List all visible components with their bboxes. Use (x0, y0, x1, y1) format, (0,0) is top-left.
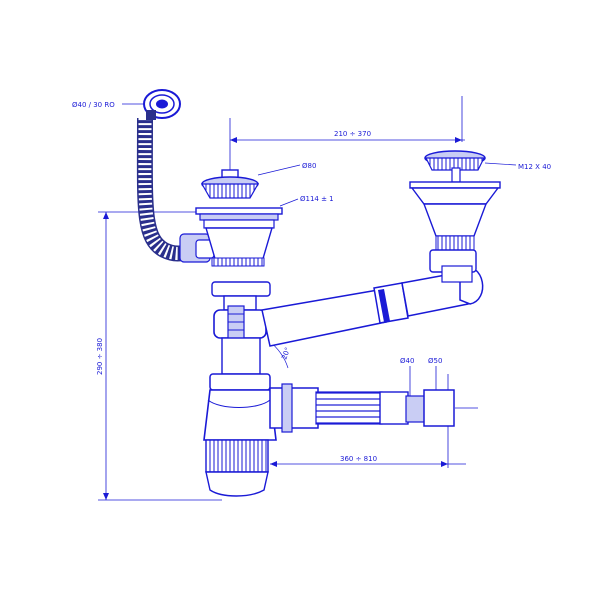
connecting-pipe (261, 265, 484, 347)
spacing-label: 210 ÷ 370 (334, 130, 371, 138)
tee-angle-label: 20° (280, 346, 292, 360)
trap-tee (211, 281, 271, 375)
strainer-diameter-label: Ø80 (302, 162, 316, 170)
outlet-length-label: 360 ÷ 810 (340, 455, 377, 463)
overflow-head (143, 89, 181, 120)
outlet-pipe (269, 383, 455, 433)
outlet-d50-label: Ø50 (428, 357, 442, 365)
overflow-assembly (136, 89, 215, 263)
bottle-trap (203, 373, 277, 497)
height-label: 290 ÷ 380 (96, 338, 104, 375)
outlet-d40-label: Ø40 (400, 357, 414, 365)
left-strainer (195, 169, 283, 267)
overflow-diameter-label: Ø40 / 30 RO (72, 101, 115, 109)
annotations: Ø40 / 30 RO Ø80 Ø114 ± 1 M12 X 40 210 ÷ … (72, 101, 551, 463)
right-strainer (409, 150, 501, 283)
bowl-diameter-label: Ø114 ± 1 (300, 195, 334, 203)
right-strainer-label: M12 X 40 (518, 163, 551, 171)
overflow-connector (179, 233, 215, 263)
